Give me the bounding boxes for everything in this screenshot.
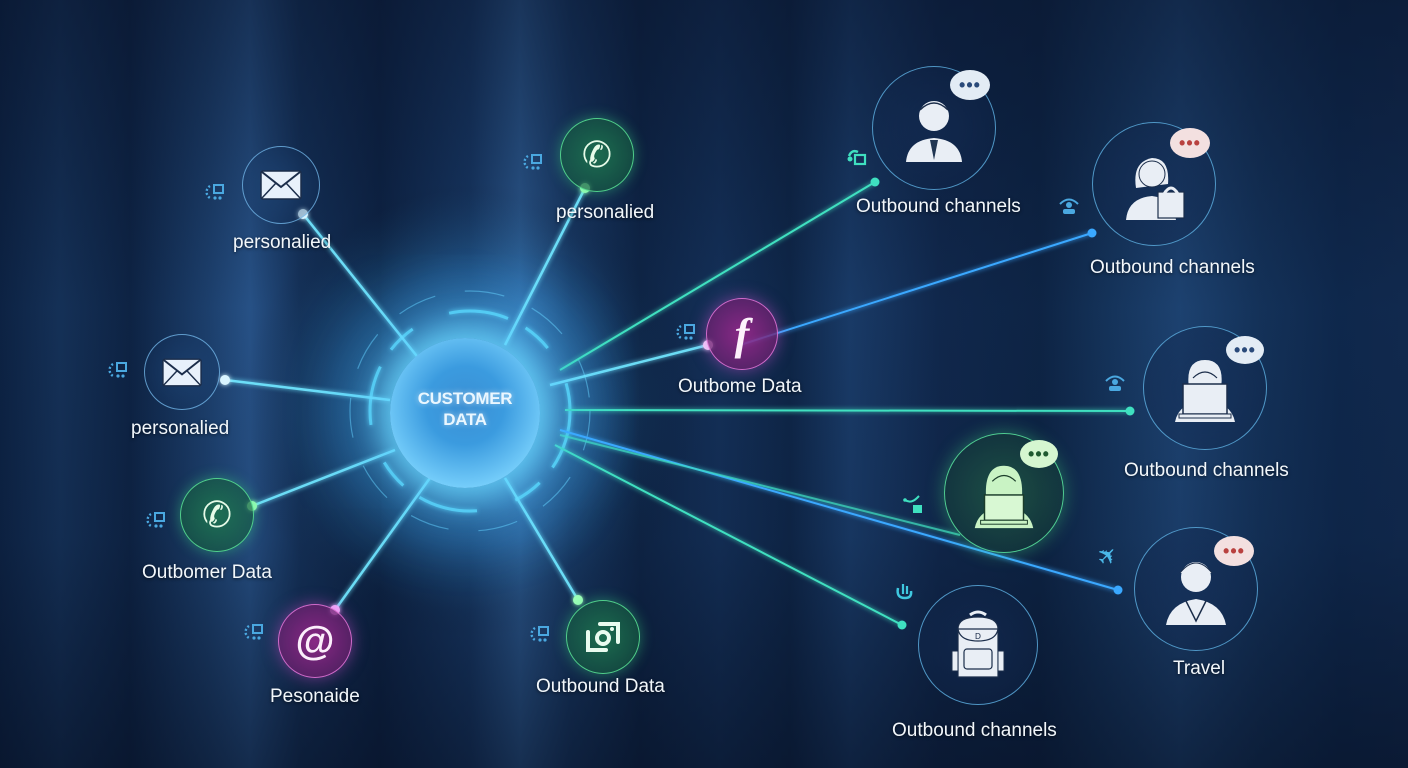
camera-icon xyxy=(566,600,640,674)
node-label: Outbomer Data xyxy=(142,562,272,583)
chat-bubble-icon: ••• xyxy=(1214,536,1254,566)
facebook-icon: f xyxy=(706,298,778,370)
phone-icon: ✆ xyxy=(180,478,254,552)
node-label: Outbound channels xyxy=(892,720,1057,741)
hub-title-line2: DATA xyxy=(443,410,487,429)
backpack-icon: D xyxy=(918,585,1038,705)
node-label: Outbome Data xyxy=(678,376,802,397)
node-label: Outbound channels xyxy=(1124,460,1289,481)
connector-icon xyxy=(676,324,695,340)
flow-icon xyxy=(903,495,922,513)
chat-bubble-icon: ••• xyxy=(950,70,990,100)
hub-title: CUSTOMER DATA xyxy=(390,388,540,430)
woman-shopping-bag-icon xyxy=(1092,122,1216,246)
node-label: Travel xyxy=(1173,658,1226,679)
users-group-icon xyxy=(1105,375,1125,391)
chat-bubble-icon: ••• xyxy=(1020,440,1058,468)
svg-text:D: D xyxy=(975,632,981,641)
connector-icon xyxy=(146,512,165,528)
at-sign-icon: @ xyxy=(278,604,352,678)
node-label: Outbound Data xyxy=(536,676,665,697)
node-label: personalied xyxy=(233,232,332,253)
node-label: Outbound channels xyxy=(856,196,1021,217)
node-label: personalied xyxy=(556,202,655,223)
node-label: Outbound channels xyxy=(1090,257,1255,278)
businessman-chat-icon xyxy=(872,66,996,190)
workflow-icon xyxy=(847,149,867,166)
node-label: personalied xyxy=(131,418,230,439)
connector-icon xyxy=(244,624,263,640)
plug-icon xyxy=(896,584,913,600)
customer-data-hub[interactable]: CUSTOMER DATA xyxy=(384,338,560,488)
hub-title-line1: CUSTOMER xyxy=(417,389,513,408)
envelope-icon xyxy=(144,334,220,410)
node-label: Pesonaide xyxy=(270,686,360,707)
connector-icon xyxy=(530,626,549,642)
envelope-icon xyxy=(242,146,320,224)
connector-icon xyxy=(205,184,224,200)
phone-icon: ✆ xyxy=(560,118,634,192)
users-group-icon xyxy=(1059,198,1079,214)
chat-bubble-icon: ••• xyxy=(1226,336,1264,364)
connector-icon xyxy=(108,362,127,378)
chat-bubble-icon: ••• xyxy=(1170,128,1210,158)
connector-icon xyxy=(523,154,542,170)
hub-sphere xyxy=(390,338,540,488)
